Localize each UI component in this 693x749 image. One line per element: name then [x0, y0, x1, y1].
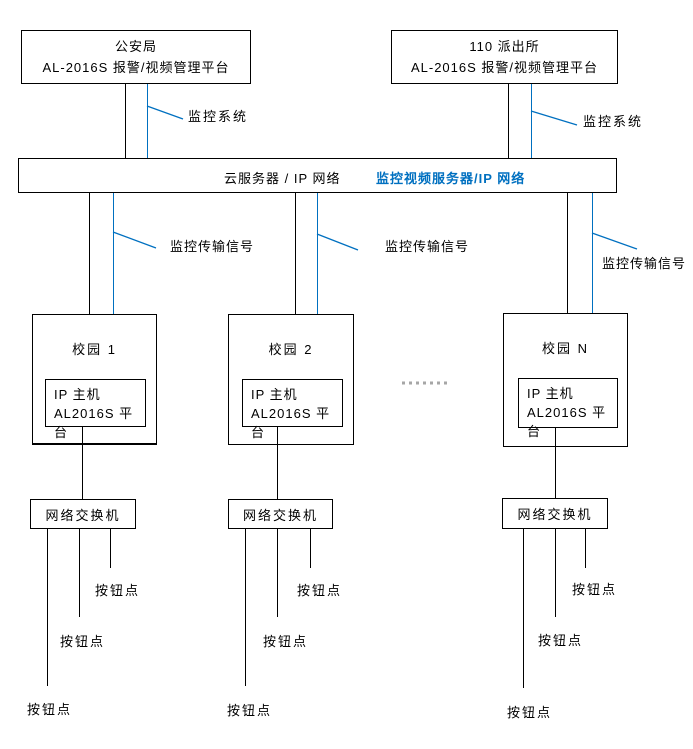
- campusN-host-line2: AL2016S 平台: [527, 405, 607, 439]
- campus2-ip-host-box: IP 主机 AL2016S 平台: [242, 379, 343, 440]
- police-station-110-title: 110 派出所: [469, 39, 540, 54]
- cloud-server-ip-network-bus: 云服务器 / IP 网络 监控视频服务器/IP 网络: [18, 158, 617, 193]
- campus2-switch-label: 网络交换机: [242, 507, 318, 523]
- campus1-button-point-label-2: 按钮点: [60, 634, 106, 649]
- campusN-host-line1: IP 主机: [527, 386, 574, 401]
- transmission-leader-1: [112, 231, 157, 249]
- campusN-box: 校园 N IP 主机 AL2016S 平台: [503, 313, 628, 447]
- campusN-switch-connector: [555, 427, 556, 498]
- police-bureau-box: 公安局 AL-2016S 报警/视频管理平台: [21, 30, 251, 84]
- campus1-data-link-line: [89, 193, 90, 314]
- campus1-switch-label: 网络交换机: [45, 507, 121, 523]
- transmission-label-3: 监控传输信号: [602, 256, 687, 271]
- campusN-button-line-3: [585, 529, 586, 568]
- police-bureau-title: 公安局: [114, 39, 157, 54]
- campus2-button-point-label-2: 按钮点: [263, 634, 309, 649]
- campusN-title: 校园 N: [541, 341, 589, 356]
- transmission-leader-2: [316, 233, 359, 251]
- monitor-system-leader-left: [146, 105, 184, 120]
- campus2-switch-connector: [277, 426, 278, 499]
- campus1-button-line-2: [79, 529, 80, 617]
- campusN-button-line-2: [555, 529, 556, 617]
- monitor-system-label-right: 监控系统: [583, 114, 644, 129]
- transmission-label-1: 监控传输信号: [170, 239, 255, 254]
- campus1-switch-box: 网络交换机: [30, 499, 136, 529]
- campus1-button-point-label-1: 按钮点: [27, 702, 73, 717]
- campusN-switch-box: 网络交换机: [502, 498, 608, 529]
- police-bureau-subtitle: AL-2016S 报警/视频管理平台: [42, 60, 230, 75]
- police-data-link-line: [125, 84, 126, 158]
- campusN-ip-host-box: IP 主机 AL2016S 平台: [518, 378, 618, 439]
- campusN-button-point-label-2: 按钮点: [538, 633, 584, 648]
- campusN-switch-label: 网络交换机: [517, 507, 593, 522]
- campusN-data-link-line: [567, 193, 568, 313]
- campus1-box: 校园 1 IP 主机 AL2016S 平台: [32, 314, 157, 445]
- video-server-label: 监控视频服务器/IP 网络: [376, 171, 526, 186]
- station-monitor-link-line: [531, 84, 532, 158]
- campus2-button-line-1: [245, 529, 246, 686]
- campus1-button-point-label-3: 按钮点: [95, 583, 141, 598]
- campus2-button-line-2: [277, 529, 278, 617]
- monitor-system-leader-right: [530, 110, 578, 126]
- campus2-title: 校园 2: [268, 342, 314, 357]
- campus1-host-line2: AL2016S 平台: [54, 406, 134, 440]
- campusN-button-line-1: [523, 529, 524, 688]
- station-data-link-line: [508, 84, 509, 158]
- police-monitor-link-line: [147, 84, 148, 158]
- cloud-server-label: 云服务器 / IP 网络: [224, 171, 341, 186]
- campus2-monitor-link-line: [317, 193, 318, 314]
- campus2-host-line1: IP 主机: [251, 387, 298, 402]
- campusN-monitor-link-line: [592, 193, 593, 313]
- transmission-label-2: 监控传输信号: [385, 239, 470, 254]
- campus1-button-line-3: [110, 529, 111, 568]
- campus2-data-link-line: [295, 193, 296, 314]
- campus2-button-point-label-1: 按钮点: [227, 703, 273, 718]
- campusN-button-point-label-3: 按钮点: [572, 582, 618, 597]
- campus1-switch-connector: [82, 426, 83, 499]
- campus1-button-line-1: [47, 529, 48, 686]
- campus2-button-line-3: [310, 529, 311, 568]
- campus1-host-line1: IP 主机: [54, 387, 101, 402]
- campus1-title: 校园 1: [72, 342, 117, 357]
- campusN-button-point-label-1: 按钮点: [507, 705, 553, 720]
- police-station-110-subtitle: AL-2016S 报警/视频管理平台: [410, 60, 599, 75]
- campus2-button-point-label-3: 按钮点: [297, 583, 343, 598]
- campus2-host-line2: AL2016S 平台: [251, 406, 331, 440]
- transmission-leader-3: [591, 232, 638, 250]
- campus2-box: 校园 2 IP 主机 AL2016S 平台: [228, 314, 354, 445]
- police-station-110-box: 110 派出所 AL-2016S 报警/视频管理平台: [391, 30, 618, 84]
- campus1-ip-host-box: IP 主机 AL2016S 平台: [45, 379, 146, 440]
- campus2-switch-box: 网络交换机: [228, 499, 333, 529]
- campus1-monitor-link-line: [113, 193, 114, 314]
- monitor-system-label-left: 监控系统: [188, 109, 249, 124]
